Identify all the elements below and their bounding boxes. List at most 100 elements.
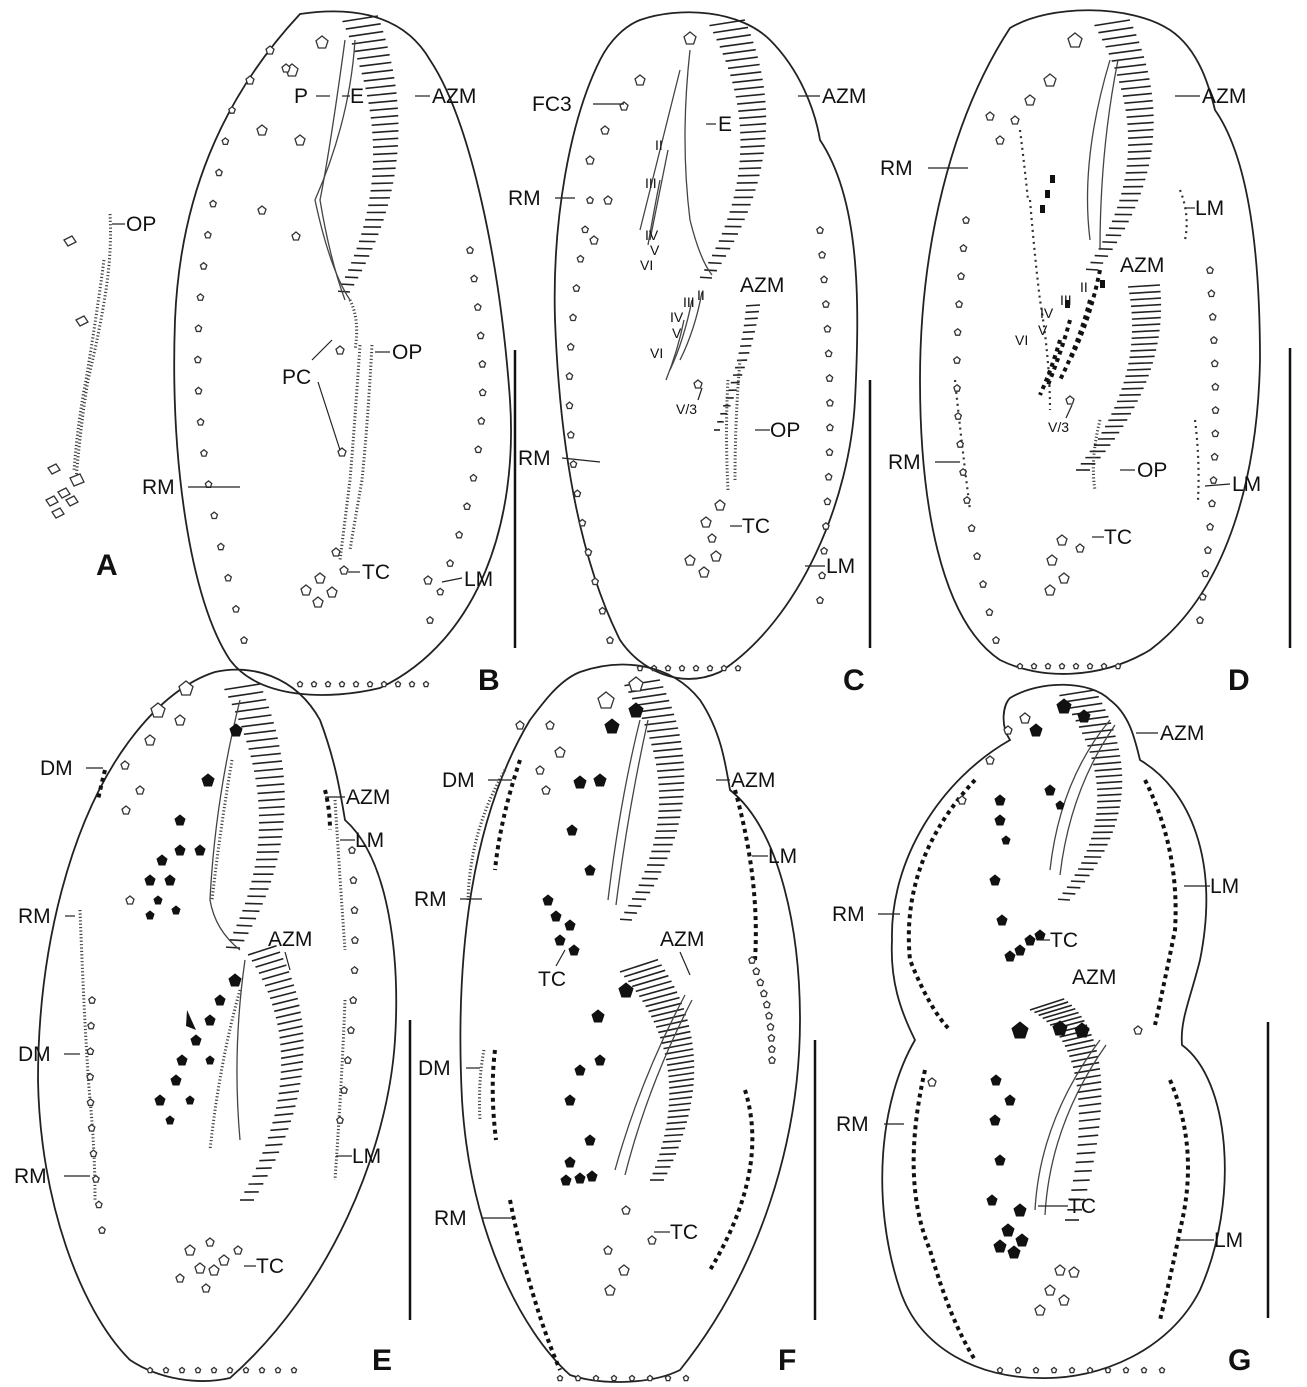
membranelle — [1096, 782, 1122, 784]
cirrus — [195, 1367, 200, 1372]
label-lm: LM — [1195, 197, 1224, 220]
cirrus — [1055, 1265, 1065, 1275]
label-tc: TC — [1104, 526, 1132, 549]
membranelle — [1122, 388, 1144, 389]
leader-line — [318, 382, 340, 450]
cirrus — [604, 1246, 612, 1254]
cirrus — [611, 1375, 616, 1380]
cirrus — [721, 665, 726, 670]
cirrus — [64, 236, 76, 246]
cirrus — [332, 548, 340, 556]
paroral-membrane — [320, 40, 345, 300]
cirrus — [202, 774, 214, 786]
cirrus — [1210, 313, 1216, 319]
cirrus — [753, 968, 759, 974]
cirrus — [1044, 74, 1056, 86]
cirrus — [685, 555, 695, 565]
membranelle — [281, 1047, 304, 1051]
cirrus — [715, 500, 725, 510]
membranelle — [281, 1069, 303, 1072]
membranelle — [636, 981, 672, 991]
cirrus — [958, 273, 964, 279]
cirrus — [605, 1285, 615, 1295]
label-azm: AZM — [432, 85, 476, 108]
cirrus — [179, 1367, 184, 1372]
cirrus — [1212, 383, 1218, 389]
label-op: OP — [770, 419, 800, 442]
membranelle — [255, 776, 283, 778]
membranelle — [1078, 1135, 1098, 1137]
cirrus — [222, 138, 228, 144]
membranelle — [1132, 337, 1159, 338]
cirrus — [145, 875, 155, 885]
membranelle — [669, 1091, 693, 1094]
membranelle — [373, 161, 397, 162]
membranelle — [620, 960, 658, 972]
right-marginal-primordium — [1020, 130, 1028, 200]
cirrus — [195, 845, 205, 855]
membranelle — [1128, 137, 1153, 138]
cirrus — [219, 1255, 229, 1265]
cirrus — [620, 102, 628, 110]
cirri-group — [928, 699, 1165, 1373]
membranelle — [265, 978, 292, 985]
cirrus — [146, 911, 154, 919]
membranelle — [242, 911, 259, 912]
membranelle — [238, 715, 271, 719]
membranelle — [1067, 1045, 1095, 1051]
cirrus — [964, 497, 970, 503]
cirrus — [957, 441, 963, 447]
membranelle — [346, 24, 381, 29]
cirrus — [575, 1173, 585, 1183]
membranelle — [228, 692, 263, 697]
cirrus — [1069, 1267, 1079, 1277]
cirrus — [711, 551, 721, 561]
cirrus — [996, 136, 1004, 144]
membranelle — [1130, 350, 1156, 351]
cirrus — [475, 446, 481, 452]
cirrus — [1035, 930, 1045, 940]
cirrus — [339, 681, 344, 686]
cirrus — [1208, 290, 1214, 296]
label-lm: LM — [1232, 473, 1261, 496]
cirrus — [58, 488, 70, 498]
cirrus — [211, 1367, 216, 1372]
cirrus — [577, 255, 583, 261]
cirrus — [197, 419, 203, 425]
membranelle — [274, 1005, 299, 1011]
cirrus — [1087, 1367, 1092, 1372]
membranelle — [669, 1079, 694, 1082]
membranelle — [713, 27, 748, 32]
membranelle — [270, 1129, 288, 1130]
cirrus — [995, 815, 1005, 825]
membranelle — [365, 85, 395, 88]
label-rm: RM — [518, 447, 551, 470]
membranelle — [237, 925, 253, 926]
cirrus — [1011, 116, 1019, 124]
cirrus — [155, 1095, 165, 1105]
cirrus — [586, 156, 594, 164]
cirrus — [367, 681, 372, 686]
cirrus — [769, 1057, 775, 1063]
cirrus — [1056, 801, 1064, 809]
membranelle — [279, 1091, 299, 1094]
cirrus — [761, 990, 767, 996]
label-lm: LM — [1214, 1229, 1243, 1252]
label-ii: II — [655, 137, 663, 153]
label-op: OP — [1137, 459, 1167, 482]
label-lm: LM — [1210, 875, 1239, 898]
cirrus — [145, 735, 155, 745]
membranelle — [1096, 775, 1122, 777]
membranelle — [668, 1067, 694, 1071]
cirrus — [817, 597, 823, 603]
membranelle — [351, 263, 366, 264]
membranelle — [624, 912, 637, 913]
membranelle — [639, 707, 672, 711]
cirrus — [1031, 663, 1036, 668]
membranelle — [262, 1152, 279, 1153]
membranelle — [372, 123, 399, 125]
membranelle — [252, 952, 280, 961]
right-marginal-anlage — [495, 760, 520, 870]
cirrus — [230, 724, 242, 736]
cirrus — [211, 512, 217, 518]
